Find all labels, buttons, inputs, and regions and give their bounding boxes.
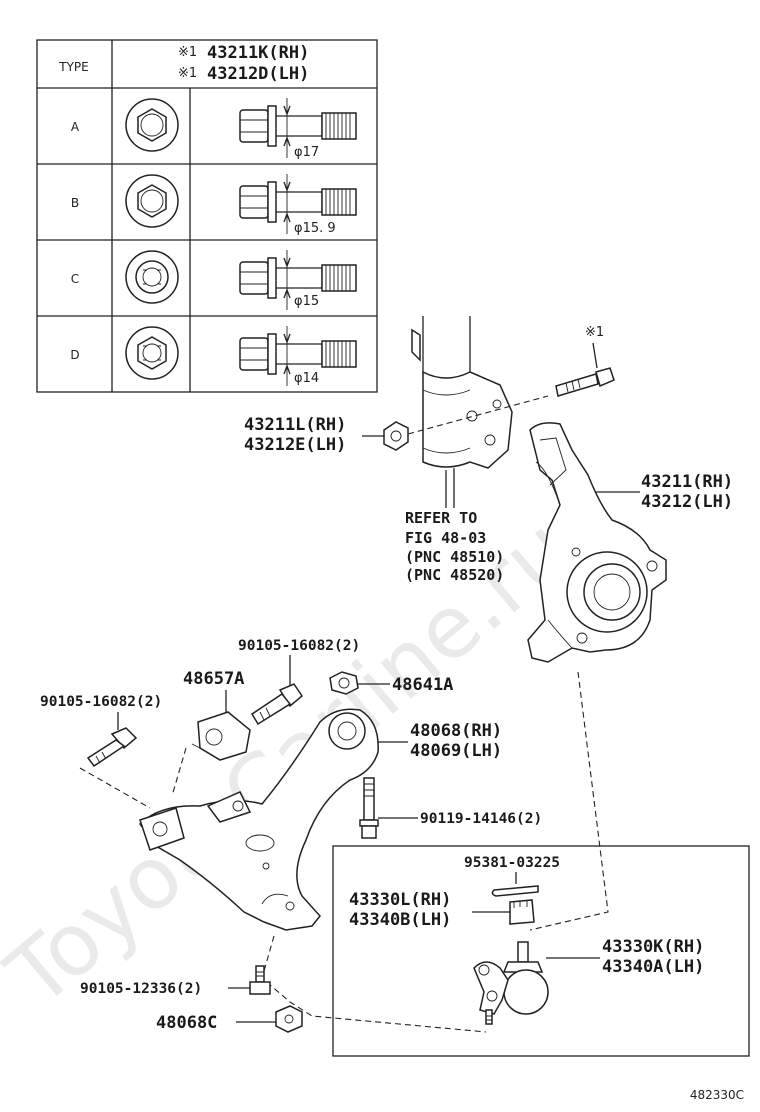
ball-joint-detail-box	[332, 845, 750, 1057]
diagram-id: 482330C	[690, 1088, 744, 1102]
table-row-b-dimension: φ15. 9	[294, 221, 336, 236]
bolt-side-view-d	[239, 326, 357, 386]
long-bolt-label: 90119-14146(2)	[420, 811, 542, 827]
cotter-pin-label: 95381-03225	[464, 855, 560, 871]
knuckle-label-rh: 43211(RH)	[641, 472, 733, 492]
steering-knuckle	[527, 422, 667, 663]
shock-absorber-bracket	[411, 316, 513, 508]
ball-joint-label-rh: 43330K(RH)	[602, 937, 704, 957]
arm-mounting-bolt-top	[250, 683, 303, 726]
bolt-side-view-a	[239, 98, 357, 158]
bolt-left-label: 90105-16082(2)	[40, 694, 162, 710]
table-row-d-dimension: φ14	[294, 371, 319, 386]
nut-48068c-label: 48068C	[156, 1013, 217, 1033]
knuckle-label-lh: 43212(LH)	[641, 492, 733, 512]
arm-label-lh: 48069(LH)	[410, 741, 502, 761]
strut-bolt-note: ※1	[585, 325, 604, 340]
refer-text-line-3: (PNC 48510)	[405, 548, 504, 566]
bolt-side-view-b	[239, 174, 357, 234]
table-note-mark: ※1	[178, 45, 197, 60]
table-row-c-type: C	[71, 272, 79, 286]
nut-48641-label: 48641A	[392, 675, 453, 695]
arm-flange-nut	[329, 671, 359, 695]
bolt-head-end-view-c	[125, 250, 179, 304]
castle-nut	[509, 899, 535, 925]
arm-bracket	[191, 711, 251, 761]
bolt-side-view-c	[239, 250, 357, 310]
table-row-b-type: B	[71, 196, 79, 210]
refer-text-line-4: (PNC 48520)	[405, 566, 504, 584]
assembly-guide-line	[529, 671, 609, 931]
strut-flange-nut	[383, 421, 409, 451]
bolt-head-end-view-d	[125, 326, 179, 380]
arm-mounting-bolt-left	[86, 727, 138, 768]
table-row-c-dimension: φ15	[294, 294, 319, 309]
small-flange-bolt	[249, 965, 271, 995]
table-row-a-type: A	[71, 120, 80, 134]
table-header-lh: 43212D(LH)	[207, 64, 309, 84]
assembly-guide-line	[79, 767, 151, 809]
small-bolt-label: 90105-12336(2)	[80, 981, 202, 997]
cotter-pin	[491, 885, 539, 897]
bracket-label: 48657A	[183, 669, 244, 689]
lower-control-arm	[139, 708, 379, 931]
bolt-top-label: 90105-16082(2)	[238, 638, 360, 654]
bolt-type-table: TYPE ※1 43211K(RH) ※1 43212D(LH) A B C D…	[36, 39, 378, 393]
refer-text-line-2: FIG 48-03	[405, 529, 486, 547]
assembly-guide-line	[261, 935, 487, 1033]
assembly-guide-line	[171, 747, 187, 797]
assembly-guide-line	[407, 395, 549, 435]
table-row-a-dimension: φ17	[294, 145, 319, 160]
ball-joint-assembly	[473, 941, 549, 1025]
ball-joint-label-lh: 43340A(LH)	[602, 957, 704, 977]
bolt-head-end-view-b	[125, 174, 179, 228]
nut-48068c	[275, 1005, 303, 1033]
nut-label-rh: 43211L(RH)	[244, 415, 346, 435]
table-header-rh: 43211K(RH)	[207, 43, 309, 63]
castle-nut-label-lh: 43340B(LH)	[349, 910, 451, 930]
arm-label-rh: 48068(RH)	[410, 721, 502, 741]
table-type-header: TYPE	[58, 60, 88, 74]
bolt-head-end-view-a	[125, 98, 179, 152]
refer-text-line-1: REFER TO	[405, 509, 477, 527]
table-row-d-type: D	[70, 348, 79, 362]
nut-label-lh: 43212E(LH)	[244, 435, 346, 455]
ball-joint-bolt	[359, 777, 379, 839]
strut-mounting-bolt	[555, 342, 615, 397]
table-note-mark: ※1	[178, 66, 197, 81]
castle-nut-label-rh: 43330L(RH)	[349, 890, 451, 910]
table-border	[36, 39, 378, 393]
